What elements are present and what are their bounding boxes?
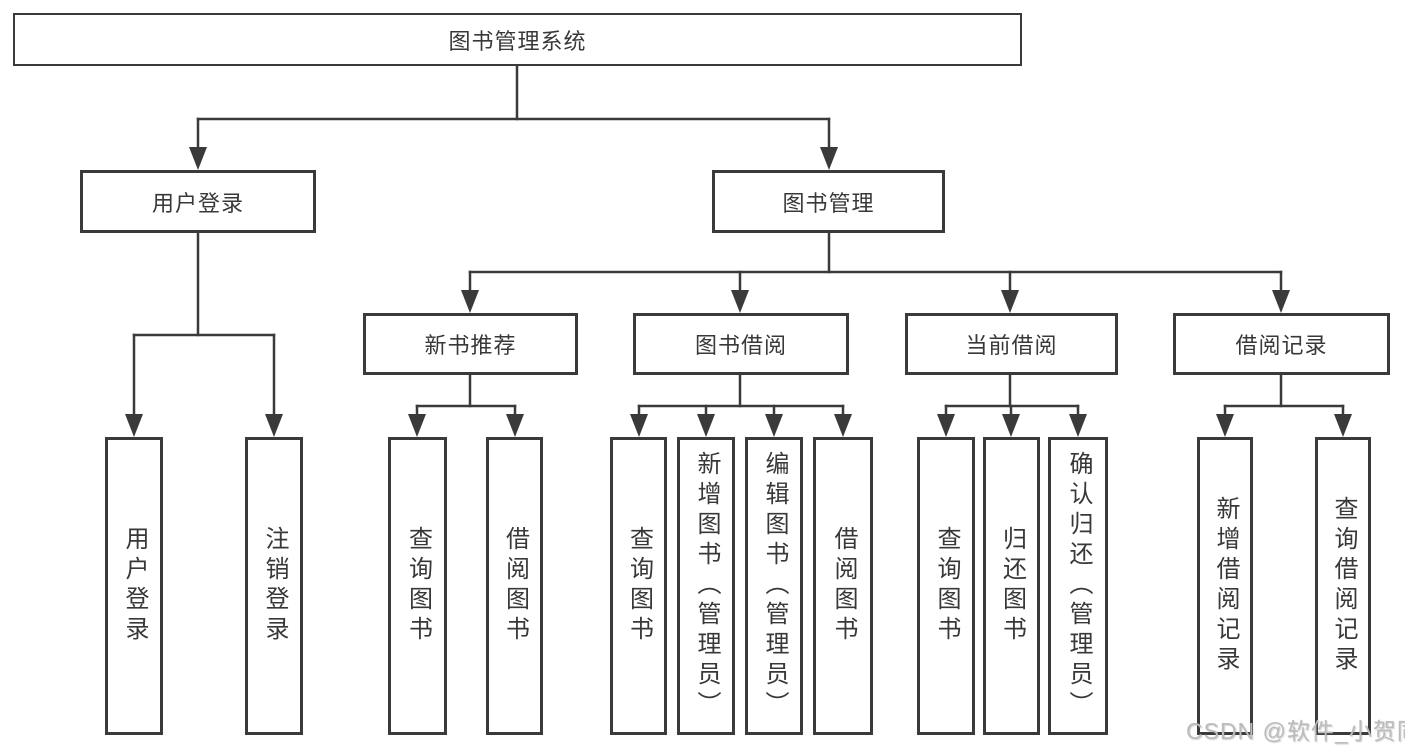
node-label-user-login: 用户登录 xyxy=(151,190,244,216)
arrowhead-icon xyxy=(731,290,749,313)
node-leaf-query-borrow-record: 查询借阅记录 xyxy=(1315,437,1371,735)
node-leaf-edit-books-admin: 编辑图书（管理员） xyxy=(745,437,803,735)
node-leaf-query-books-2: 查询图书 xyxy=(610,437,667,735)
arrowhead-icon xyxy=(1001,290,1019,313)
node-label-new-book-recommendation: 新书推荐 xyxy=(424,333,517,358)
arrowhead-icon xyxy=(937,414,955,437)
arrowhead-icon xyxy=(461,290,479,313)
node-leaf-add-books-admin: 新增图书（管理员） xyxy=(677,437,735,735)
node-leaf-return-books: 归还图书 xyxy=(983,437,1040,735)
node-root: 图书管理系统 xyxy=(13,13,1022,66)
arrowhead-icon xyxy=(630,414,648,437)
node-leaf-borrow-books-1: 借阅图书 xyxy=(486,437,543,735)
node-leaf-query-books-3: 查询图书 xyxy=(917,437,975,735)
node-label-leaf-query-books-1: 查询图书 xyxy=(404,526,432,646)
arrowhead-icon xyxy=(765,414,783,437)
node-label-leaf-logout: 注销登录 xyxy=(261,526,288,646)
arrowhead-icon xyxy=(1272,290,1290,313)
node-label-book-management: 图书管理 xyxy=(782,190,875,216)
arrowhead-icon xyxy=(408,414,426,437)
node-label-current-borrowing: 当前借阅 xyxy=(965,333,1058,358)
node-leaf-query-books-1: 查询图书 xyxy=(388,437,447,735)
node-book-borrowing: 图书借阅 xyxy=(633,313,849,375)
node-new-book-recommendation: 新书推荐 xyxy=(363,313,578,375)
node-label-leaf-query-books-2: 查询图书 xyxy=(625,526,653,646)
node-label-leaf-user-login: 用户登录 xyxy=(121,526,148,646)
arrowhead-icon xyxy=(697,414,715,437)
node-label-leaf-borrow-books-1: 借阅图书 xyxy=(501,526,529,646)
arrowhead-icon xyxy=(1069,414,1087,437)
node-leaf-borrow-books-2: 借阅图书 xyxy=(813,437,873,735)
arrowhead-icon xyxy=(1334,414,1352,437)
arrowhead-icon xyxy=(125,414,143,437)
node-label-borrowing-records: 借阅记录 xyxy=(1235,333,1328,358)
node-user-login: 用户登录 xyxy=(80,170,316,233)
arrowhead-icon xyxy=(834,414,852,437)
node-label-leaf-edit-books-admin: 编辑图书（管理员） xyxy=(761,451,788,721)
node-leaf-user-login: 用户登录 xyxy=(105,437,163,735)
node-label-leaf-query-borrow-record: 查询借阅记录 xyxy=(1330,496,1357,676)
node-label-leaf-borrow-books-2: 借阅图书 xyxy=(830,526,857,646)
node-label-root: 图书管理系统 xyxy=(448,28,587,54)
arrowhead-icon xyxy=(265,414,283,437)
arrowhead-icon xyxy=(1002,414,1020,437)
node-leaf-logout: 注销登录 xyxy=(245,437,303,735)
node-borrowing-records: 借阅记录 xyxy=(1173,313,1390,375)
node-leaf-confirm-return-admin: 确认归还（管理员） xyxy=(1048,437,1108,735)
node-book-management: 图书管理 xyxy=(712,170,945,233)
node-label-leaf-return-books: 归还图书 xyxy=(998,526,1026,646)
node-label-leaf-add-borrow-record: 新增借阅记录 xyxy=(1212,496,1239,676)
arrowhead-icon xyxy=(506,414,524,437)
arrowhead-icon xyxy=(1216,414,1234,437)
node-label-leaf-add-books-admin: 新增图书（管理员） xyxy=(693,451,720,721)
node-leaf-add-borrow-record: 新增借阅记录 xyxy=(1197,437,1253,735)
node-label-leaf-query-books-3: 查询图书 xyxy=(933,526,960,646)
arrowhead-icon xyxy=(189,147,207,170)
arrowhead-icon xyxy=(820,147,838,170)
node-current-borrowing: 当前借阅 xyxy=(905,313,1118,375)
node-label-book-borrowing: 图书借阅 xyxy=(694,333,787,358)
node-label-leaf-confirm-return-admin: 确认归还（管理员） xyxy=(1065,451,1092,721)
